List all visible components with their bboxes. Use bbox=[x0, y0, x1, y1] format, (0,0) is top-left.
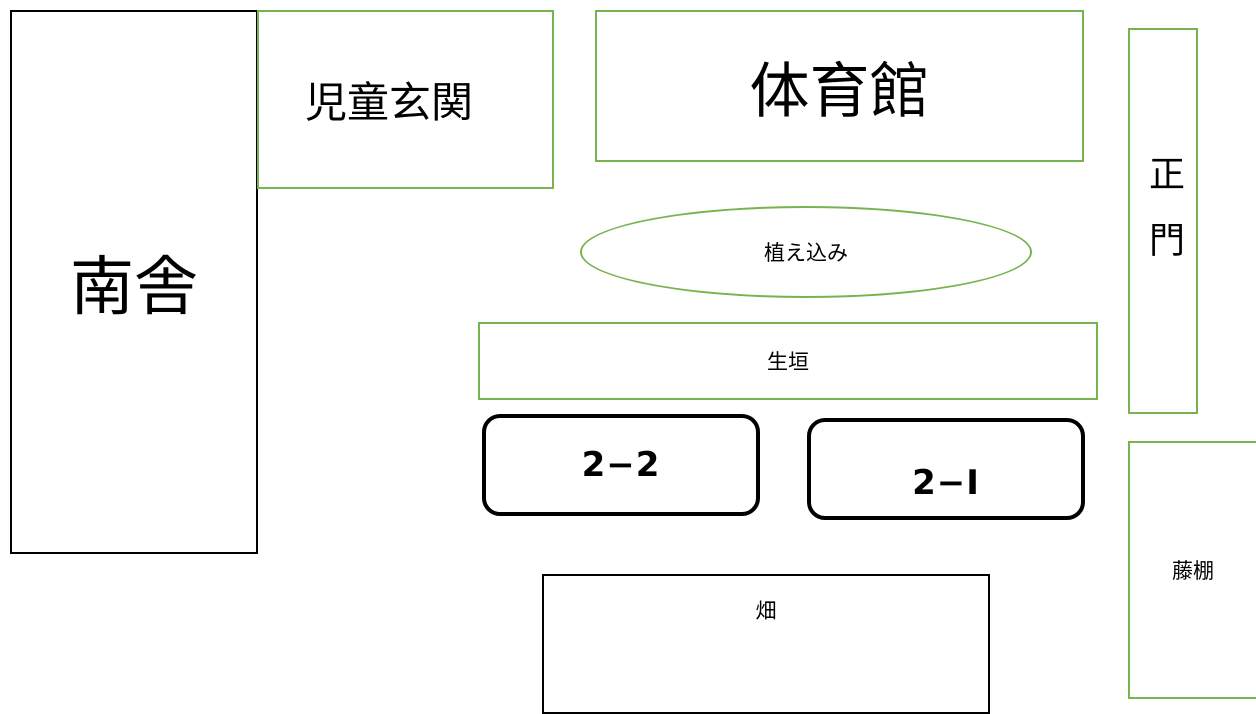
south-building-label: 南舎 bbox=[70, 251, 198, 325]
class-2-1-label: 2−I bbox=[912, 463, 980, 503]
class-2-2: 2−2 bbox=[482, 414, 760, 516]
hedge-label: 生垣 bbox=[767, 350, 809, 374]
gymnasium-label: 体育館 bbox=[749, 56, 930, 127]
plantings-label: 植え込み bbox=[764, 241, 848, 265]
wisteria-trellis: 藤棚 bbox=[1128, 441, 1256, 699]
south-building: 南舎 bbox=[10, 10, 258, 554]
wisteria-trellis-label: 藤棚 bbox=[1172, 559, 1214, 583]
main-gate: 正門 bbox=[1128, 28, 1198, 414]
hedge: 生垣 bbox=[478, 322, 1098, 400]
class-2-2-label: 2−2 bbox=[581, 445, 661, 485]
student-entrance-label: 児童玄関 bbox=[305, 78, 474, 127]
main-gate-label: 正門 bbox=[1143, 155, 1184, 287]
field: 畑 bbox=[542, 574, 990, 714]
class-2-1: 2−I bbox=[807, 418, 1085, 520]
field-label: 畑 bbox=[755, 599, 777, 623]
gymnasium: 体育館 bbox=[595, 10, 1084, 162]
student-entrance: 児童玄関 bbox=[257, 10, 554, 189]
plantings: 植え込み bbox=[580, 206, 1032, 298]
